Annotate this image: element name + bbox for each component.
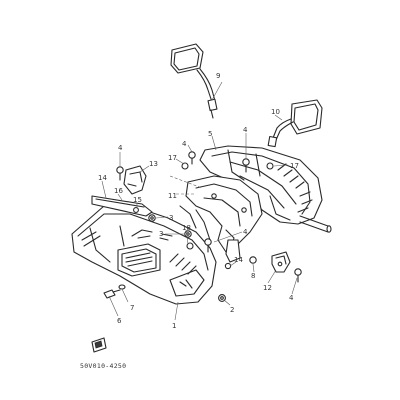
brand-mark-icon (91, 337, 107, 353)
callout-4-lower-right: 4 (289, 294, 294, 302)
callout-11: 11 (168, 192, 177, 200)
callout-18: 18 (182, 224, 191, 232)
drawing-code: 50V010-4250 (80, 362, 126, 370)
left-mirror (170, 43, 218, 119)
callout-7: 7 (130, 304, 134, 312)
callout-numbers: 9 10 5 4 4 4 17 17 13 14 16 15 11 3 3 18… (98, 72, 299, 330)
callout-6: 6 (117, 317, 122, 325)
right-mirror (267, 99, 323, 148)
lower-cover (71, 205, 217, 305)
callout-10: 10 (271, 108, 280, 116)
callout-4-upper-left: 4 (118, 144, 123, 152)
callout-4-lower-mid: 4 (243, 228, 248, 236)
callout-15: 15 (133, 196, 142, 204)
callout-14-lower: 14 (234, 256, 243, 264)
callout-3-mid: 3 (159, 230, 163, 238)
callout-1: 1 (172, 322, 176, 330)
handlebar-tube (299, 215, 332, 233)
callout-4-upper-mid: 4 (182, 140, 187, 148)
callout-2: 2 (230, 306, 234, 314)
bracket-stay (179, 175, 263, 263)
callout-17-right: 17 (290, 162, 299, 170)
callout-12: 12 (263, 284, 272, 292)
callout-8: 8 (251, 272, 255, 280)
callout-9: 9 (216, 72, 220, 80)
leader-lines (101, 81, 298, 321)
upper-cover (199, 145, 323, 225)
callout-5: 5 (208, 130, 212, 138)
callout-3-left: 3 (169, 214, 173, 222)
callout-4-upper-right: 4 (243, 126, 248, 134)
right-bracket (271, 251, 291, 273)
callout-13: 13 (149, 160, 158, 168)
callout-14-upper: 14 (98, 174, 107, 182)
callout-17-left: 17 (168, 154, 177, 162)
fasteners (103, 151, 302, 302)
callout-16: 16 (114, 187, 123, 195)
